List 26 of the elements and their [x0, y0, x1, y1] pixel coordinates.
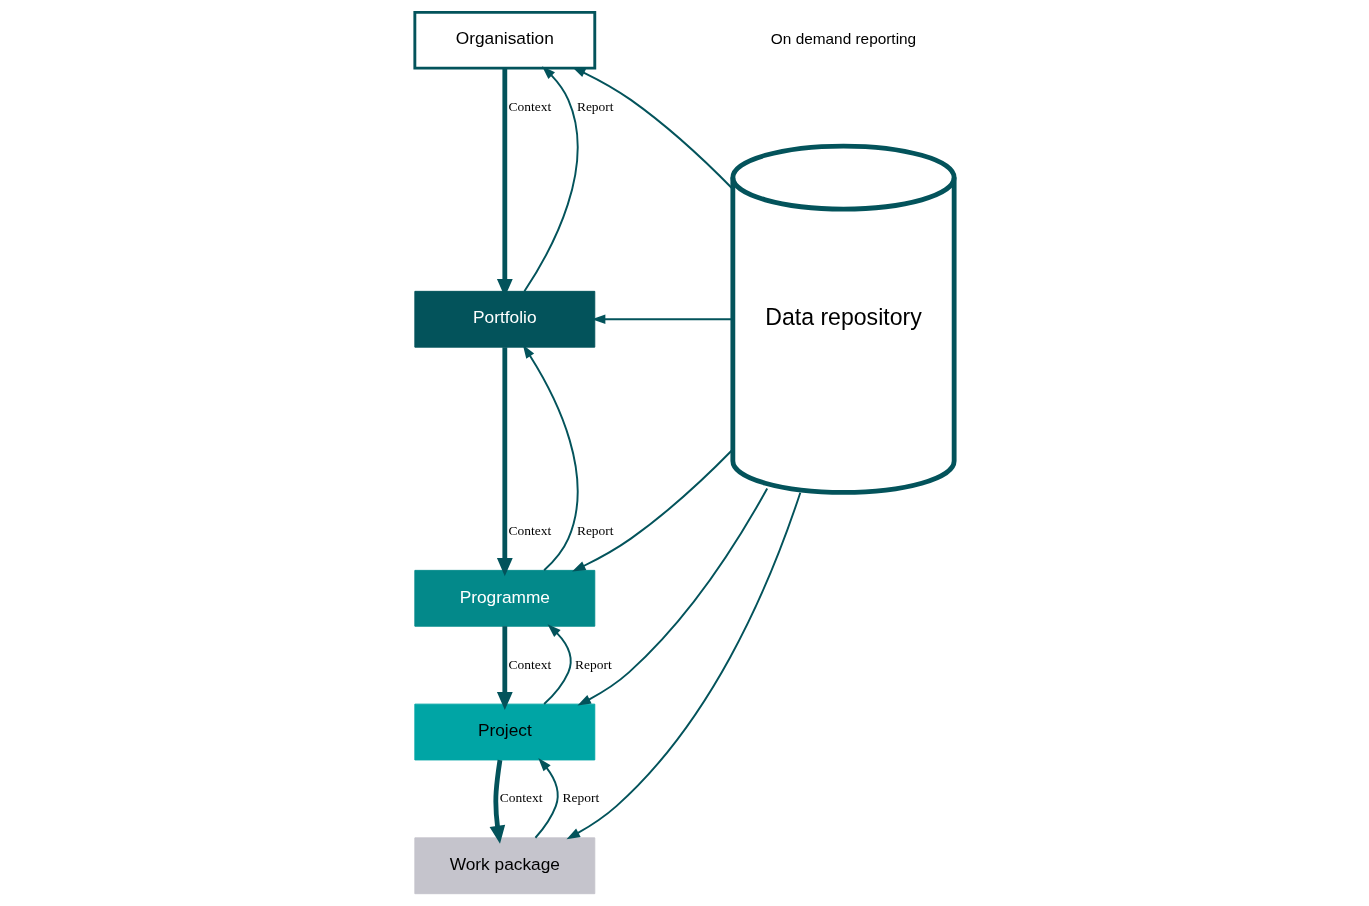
edge-label: Report [576, 98, 614, 114]
label: On demand reporting [770, 29, 917, 47]
arrow [496, 626, 513, 711]
arrow [496, 347, 513, 577]
edge-label: Context [508, 98, 552, 114]
arrow [534, 758, 559, 839]
edge-label: Report [576, 522, 614, 538]
arrow [522, 344, 579, 572]
arrow [489, 759, 506, 844]
node-box: Organisation [413, 10, 597, 70]
arrow [572, 67, 734, 190]
edge-label: Report [562, 790, 600, 806]
node-box: Programme [414, 569, 596, 627]
edge-label: Context [499, 790, 543, 806]
edge-label: Context [508, 656, 552, 672]
edge-label: Report [575, 656, 612, 672]
node-box: Work package [414, 837, 596, 895]
arrow [577, 487, 769, 706]
edge-label: Context [508, 522, 552, 538]
arrow [572, 448, 734, 572]
node-box: Project [414, 703, 596, 761]
node-box: Portfolio [414, 290, 596, 348]
arrow [523, 66, 579, 293]
arrow [591, 314, 734, 324]
arrow [566, 491, 802, 840]
arrow [543, 624, 572, 705]
